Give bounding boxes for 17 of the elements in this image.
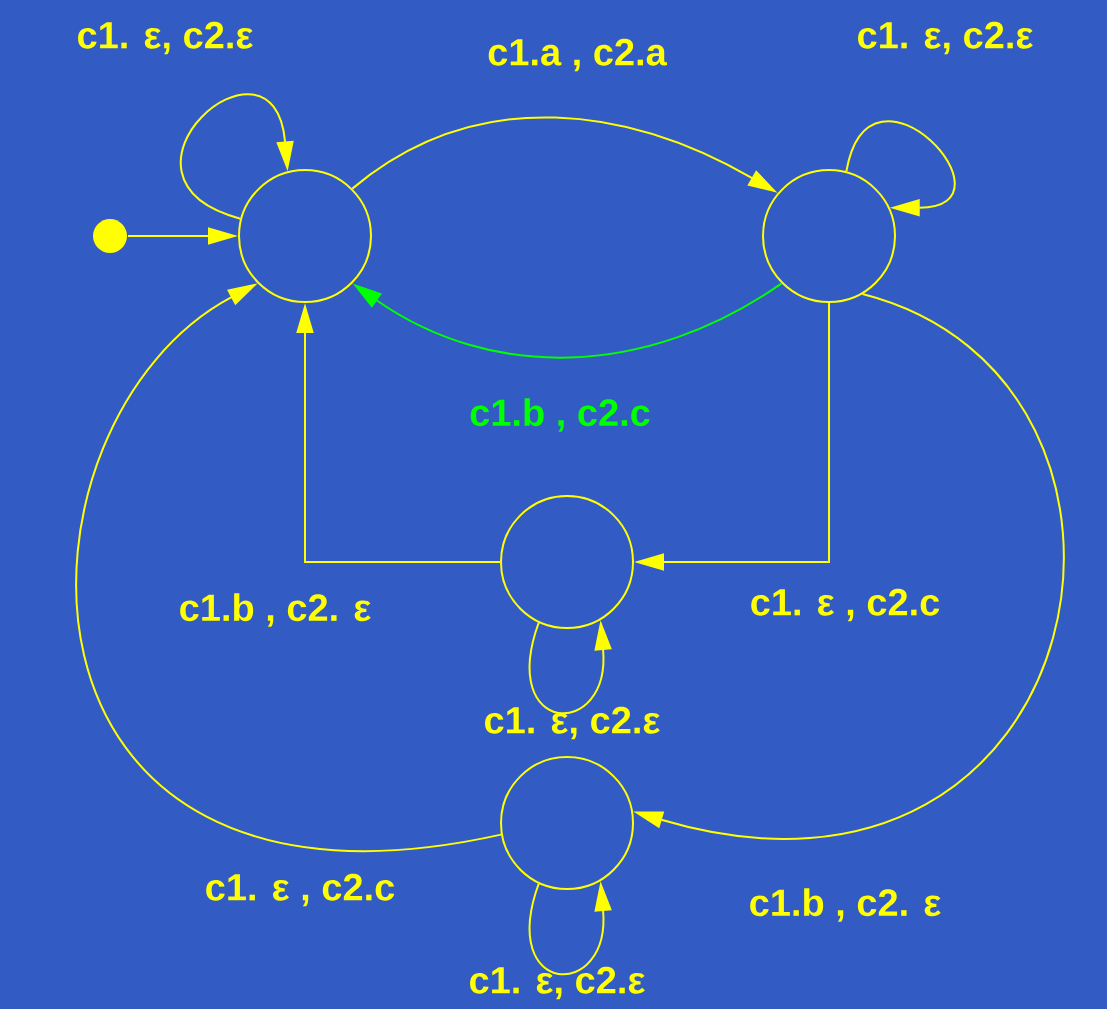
edge-label: c1. ε , c2.c: [206, 873, 395, 907]
state-circle: [238, 169, 372, 303]
edge-label: c1.a , c2.a: [488, 38, 667, 72]
arrow: [845, 120, 956, 217]
state-circle: [762, 169, 896, 303]
edge-label: c1.b , c2. ε: [750, 888, 941, 922]
edge-label: c1. ε , c2.c: [751, 588, 940, 622]
arrow: [180, 93, 294, 220]
start-dot: [93, 219, 127, 253]
state-circle: [500, 495, 634, 629]
edge-label: c1. ε, c2.ε: [485, 706, 660, 740]
edge-label: c1.b , c2.c: [470, 398, 650, 432]
edge-label: c1. ε, c2.ε: [78, 21, 253, 55]
edge-label: c1. ε, c2.ε: [858, 21, 1033, 55]
edge-label: c1. ε, c2.ε: [470, 966, 645, 1000]
edge-label: c1.b , c2. ε: [180, 593, 371, 627]
state-circle: [500, 756, 634, 890]
